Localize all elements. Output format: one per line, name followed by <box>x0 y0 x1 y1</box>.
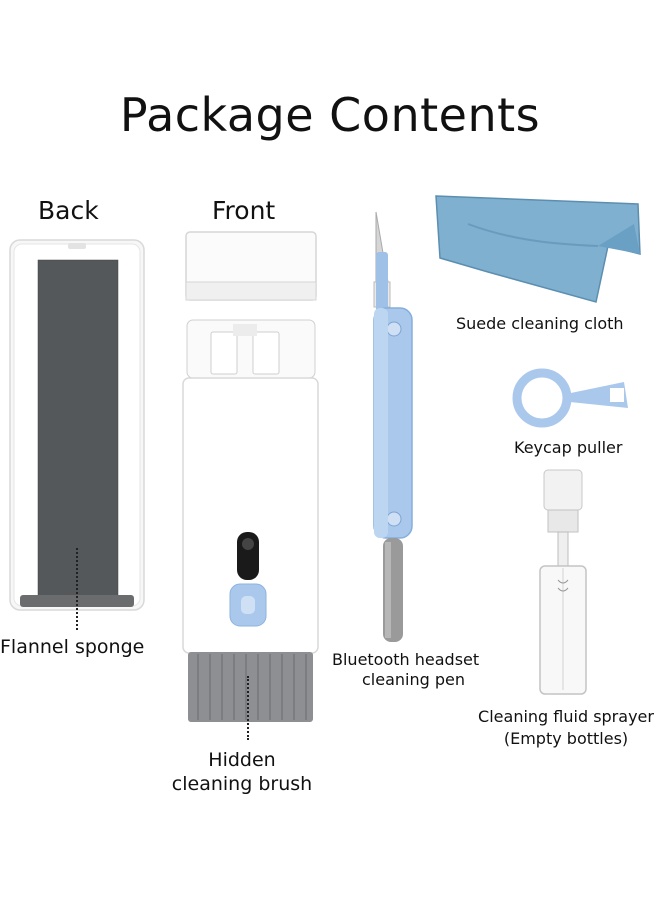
front-device-image <box>182 231 319 722</box>
back-device-image <box>9 239 145 611</box>
cloth-label: Suede cleaning cloth <box>456 314 624 333</box>
flannel-pointer <box>76 548 78 630</box>
page-title: Package Contents <box>119 88 541 142</box>
pen-label-line1: Bluetooth headset <box>332 650 480 669</box>
flannel-sponge <box>38 260 118 605</box>
hidden-brush-label-line2: cleaning brush <box>171 773 313 795</box>
flannel-label: Flannel sponge <box>0 636 145 658</box>
hidden-brush-label: Hidden cleaning brush <box>162 748 322 796</box>
sprayer-label-line2: (Empty bottles) <box>503 729 629 748</box>
brush-pointer <box>247 676 249 740</box>
suede-cloth-image <box>435 195 641 303</box>
back-label: Back <box>38 196 99 225</box>
sprayer-bottle-image <box>539 469 587 695</box>
sprayer-label: Cleaning fluid sprayer (Empty bottles) <box>478 706 654 750</box>
hidden-brush-label-line1: Hidden <box>208 749 276 771</box>
front-label: Front <box>212 196 276 225</box>
cleaning-pen-image <box>373 211 413 642</box>
sprayer-label-line1: Cleaning fluid sprayer <box>478 707 654 726</box>
keycap-puller-image <box>512 368 628 428</box>
keycap-label: Keycap puller <box>514 438 623 457</box>
pen-label-line2: cleaning pen <box>362 670 465 689</box>
pen-label: Bluetooth headset cleaning pen <box>332 650 502 690</box>
